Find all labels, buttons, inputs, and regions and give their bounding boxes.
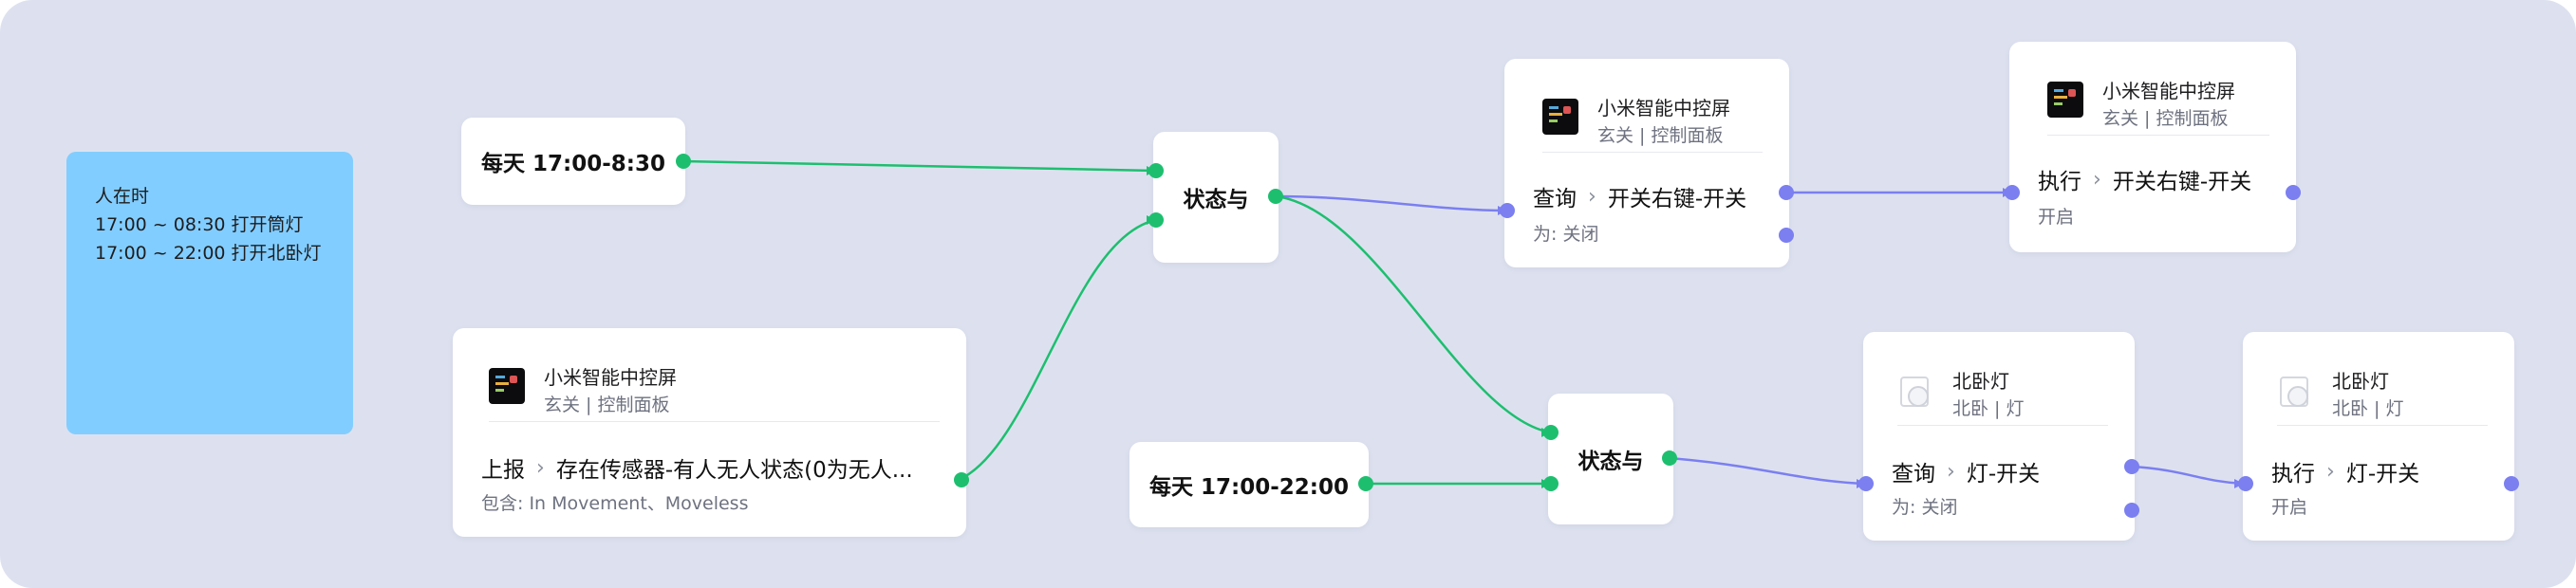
exec-value: 开启 <box>2038 207 2075 228</box>
query-action: 查询 › 开关右键-开关 <box>1533 180 1746 212</box>
device-name: 北卧灯 <box>2332 370 2389 393</box>
and-gate-node-2[interactable]: 状态与 <box>1548 394 1673 524</box>
device-header: 北卧灯 北卧 | 灯 <box>2277 366 2488 426</box>
and-gate-node-1[interactable]: 状态与 <box>1153 132 1279 263</box>
device-room: 玄关 | 控制面板 <box>1597 125 1724 146</box>
input-port[interactable] <box>1543 425 1559 440</box>
output-port[interactable] <box>1268 189 1283 204</box>
input-port[interactable] <box>1858 476 1874 491</box>
query-lamp-node[interactable]: 北卧灯 北卧 | 灯 查询 › 灯-开关 为: 关闭 <box>1863 332 2135 541</box>
device-name: 小米智能中控屏 <box>2102 80 2235 102</box>
chevron-right-icon: › <box>536 455 545 480</box>
input-port[interactable] <box>1148 212 1164 228</box>
device-room: 北卧 | 灯 <box>1952 398 2025 419</box>
action-property: 灯-开关 <box>1966 462 2041 487</box>
device-name: 北卧灯 <box>1952 370 2009 393</box>
note-line: 人在时 <box>95 186 150 207</box>
input-port[interactable] <box>1500 203 1515 218</box>
output-port-true[interactable] <box>2124 459 2139 474</box>
wire-query-lamp-to-exec-lamp <box>2131 465 2245 486</box>
note-line: 17:00 ~ 08:30 打开筒灯 <box>95 214 304 235</box>
output-port[interactable] <box>2504 476 2519 491</box>
time-condition-node-1[interactable]: 每天 17:00-8:30 <box>461 118 685 205</box>
query-condition: 为: 关闭 <box>1892 497 1958 518</box>
output-port-false[interactable] <box>2124 503 2139 518</box>
chevron-right-icon: › <box>1588 184 1596 209</box>
output-port[interactable] <box>2286 185 2301 200</box>
trigger-action: 上报 › 存在传感器-有人无人状态(0为无人... <box>481 451 913 484</box>
chevron-right-icon: › <box>2093 167 2101 192</box>
smart-panel-icon <box>1542 99 1578 135</box>
device-header: 小米智能中控屏 玄关 | 控制面板 <box>489 362 940 422</box>
device-room: 玄关 | 控制面板 <box>2102 108 2229 129</box>
action-verb: 上报 <box>481 458 525 483</box>
device-room: 北卧 | 灯 <box>2332 398 2404 419</box>
chevron-right-icon: › <box>2326 459 2335 484</box>
smart-panel-icon <box>2047 82 2083 118</box>
wire-and1-to-and2 <box>1275 194 1552 434</box>
device-header: 小米智能中控屏 玄关 | 控制面板 <box>2047 76 2269 136</box>
device-room: 玄关 | 控制面板 <box>544 395 670 415</box>
input-port[interactable] <box>1148 163 1164 178</box>
time-condition-label: 每天 17:00-22:00 <box>1149 475 1349 500</box>
sensor-report-node[interactable]: 小米智能中控屏 玄关 | 控制面板 上报 › 存在传感器-有人无人状态(0为无人… <box>453 328 966 537</box>
output-port[interactable] <box>1662 450 1677 466</box>
action-property: 开关右键-开关 <box>2112 170 2252 194</box>
output-port-false[interactable] <box>1779 228 1794 243</box>
time-condition-label: 每天 17:00-8:30 <box>481 152 665 176</box>
comment-note[interactable]: 人在时 17:00 ~ 08:30 打开筒灯 17:00 ~ 22:00 打开北… <box>66 152 353 434</box>
exec-action: 执行 › 开关右键-开关 <box>2038 163 2251 195</box>
and-gate-label: 状态与 <box>1577 450 1644 474</box>
lamp-icon <box>1897 372 1933 408</box>
trigger-condition: 包含: In Movement、Moveless <box>481 493 749 514</box>
wire-and2-to-query-lamp <box>1668 456 1867 486</box>
query-condition: 为: 关闭 <box>1533 224 1599 245</box>
time-condition-node-2[interactable]: 每天 17:00-22:00 <box>1129 442 1369 527</box>
action-verb: 查询 <box>1892 462 1935 487</box>
action-property: 存在传感器-有人无人状态(0为无人... <box>555 458 913 483</box>
output-port-true[interactable] <box>1779 185 1794 200</box>
query-switch-node[interactable]: 小米智能中控屏 玄关 | 控制面板 查询 › 开关右键-开关 为: 关闭 <box>1504 59 1789 267</box>
wire-and1-to-query-switch <box>1275 194 1508 212</box>
device-header: 小米智能中控屏 玄关 | 控制面板 <box>1542 93 1763 153</box>
smart-panel-icon <box>489 368 525 404</box>
exec-action: 执行 › 灯-开关 <box>2271 455 2419 487</box>
action-verb: 执行 <box>2038 170 2081 194</box>
input-port[interactable] <box>2005 185 2020 200</box>
output-port[interactable] <box>954 472 969 487</box>
wire-time1-to-and1 <box>681 159 1157 173</box>
action-verb: 执行 <box>2271 462 2315 487</box>
exec-value: 开启 <box>2271 497 2308 518</box>
action-property: 灯-开关 <box>2345 462 2420 487</box>
query-action: 查询 › 灯-开关 <box>1892 455 2040 487</box>
note-line: 17:00 ~ 22:00 打开北卧灯 <box>95 243 322 264</box>
output-port[interactable] <box>1358 476 1373 491</box>
input-port[interactable] <box>1543 476 1559 491</box>
device-header: 北卧灯 北卧 | 灯 <box>1897 366 2108 426</box>
device-name: 小米智能中控屏 <box>544 366 677 389</box>
exec-switch-node[interactable]: 小米智能中控屏 玄关 | 控制面板 执行 › 开关右键-开关 开启 <box>2009 42 2296 252</box>
action-property: 开关右键-开关 <box>1607 187 1747 211</box>
lamp-icon <box>2277 372 2313 408</box>
chevron-right-icon: › <box>1947 459 1955 484</box>
action-verb: 查询 <box>1533 187 1577 211</box>
output-port[interactable] <box>676 154 691 169</box>
and-gate-label: 状态与 <box>1183 188 1249 212</box>
device-name: 小米智能中控屏 <box>1597 97 1730 119</box>
exec-lamp-node[interactable]: 北卧灯 北卧 | 灯 执行 › 灯-开关 开启 <box>2243 332 2514 541</box>
wire-sensor-to-and1 <box>958 218 1157 482</box>
input-port[interactable] <box>2238 476 2253 491</box>
